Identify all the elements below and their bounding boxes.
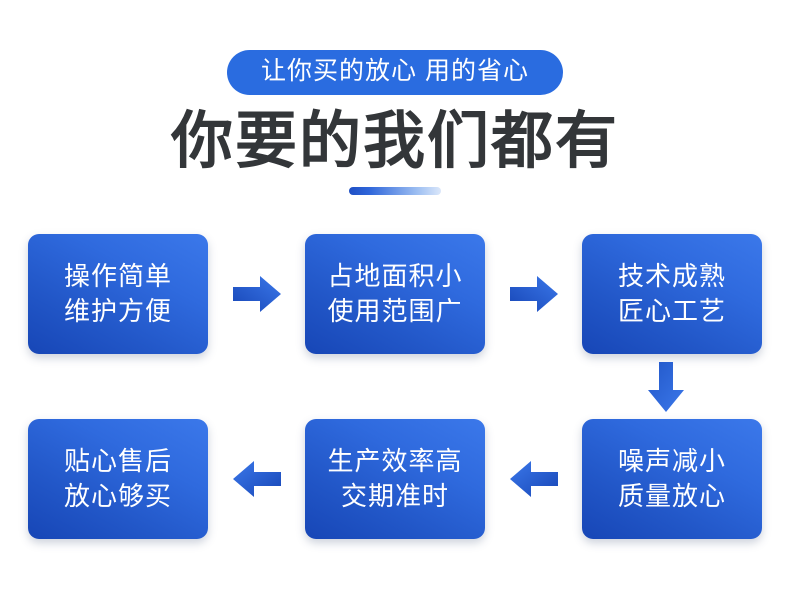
arrow-left-icon — [232, 461, 281, 497]
tagline-badge: 让你买的放心 用的省心 — [227, 50, 563, 95]
flow-card-5-line2: 交期准时 — [340, 481, 449, 511]
flow-card-6-line1: 贴心售后 — [63, 445, 172, 476]
flow-card-1-line1: 操作简单 — [63, 260, 172, 291]
flow-card-2-line1: 占地面积小 — [327, 260, 463, 291]
flow-card-3[interactable]: 技术成熟 匠心工艺 — [582, 234, 762, 354]
flow-card-3-line1: 技术成熟 — [617, 260, 726, 291]
flow-card-6-line2: 放心够买 — [63, 481, 172, 511]
gradient-divider-icon — [349, 187, 441, 196]
flow-card-4-line2: 质量放心 — [617, 481, 726, 511]
flow-card-4[interactable]: 噪声减小 质量放心 — [582, 419, 762, 539]
flow-arrow-1-wrap — [208, 234, 305, 354]
flow-diagram: 操作简单 维护方便 占地面积小 使用范围广 — [0, 232, 790, 541]
flow-card-2-line2: 使用范围广 — [327, 296, 463, 326]
flow-card-6[interactable]: 贴心售后 放心够买 — [28, 419, 208, 539]
flow-row-bottom: 贴心售后 放心够买 生产效率高 交期准时 — [0, 417, 790, 541]
flow-arrow-2-wrap — [485, 234, 582, 354]
header-section: 让你买的放心 用的省心 你要的我们都有 — [0, 0, 790, 196]
arrow-left-icon — [509, 461, 558, 497]
flow-row-top: 操作简单 维护方便 占地面积小 使用范围广 — [0, 232, 790, 356]
flow-card-1[interactable]: 操作简单 维护方便 — [28, 234, 208, 354]
flow-card-5[interactable]: 生产效率高 交期准时 — [305, 419, 485, 539]
flow-card-3-line2: 匠心工艺 — [617, 296, 726, 326]
flow-card-2[interactable]: 占地面积小 使用范围广 — [305, 234, 485, 354]
arrow-right-icon — [509, 276, 558, 312]
flow-arrow-4-wrap — [208, 419, 305, 539]
flow-card-1-line2: 维护方便 — [63, 296, 172, 326]
arrow-right-icon — [232, 276, 281, 312]
page-title: 你要的我们都有 — [170, 107, 619, 176]
flow-arrow-3-wrap — [485, 419, 582, 539]
flow-card-5-line1: 生产效率高 — [327, 445, 463, 476]
flow-card-4-line1: 噪声减小 — [617, 445, 726, 476]
